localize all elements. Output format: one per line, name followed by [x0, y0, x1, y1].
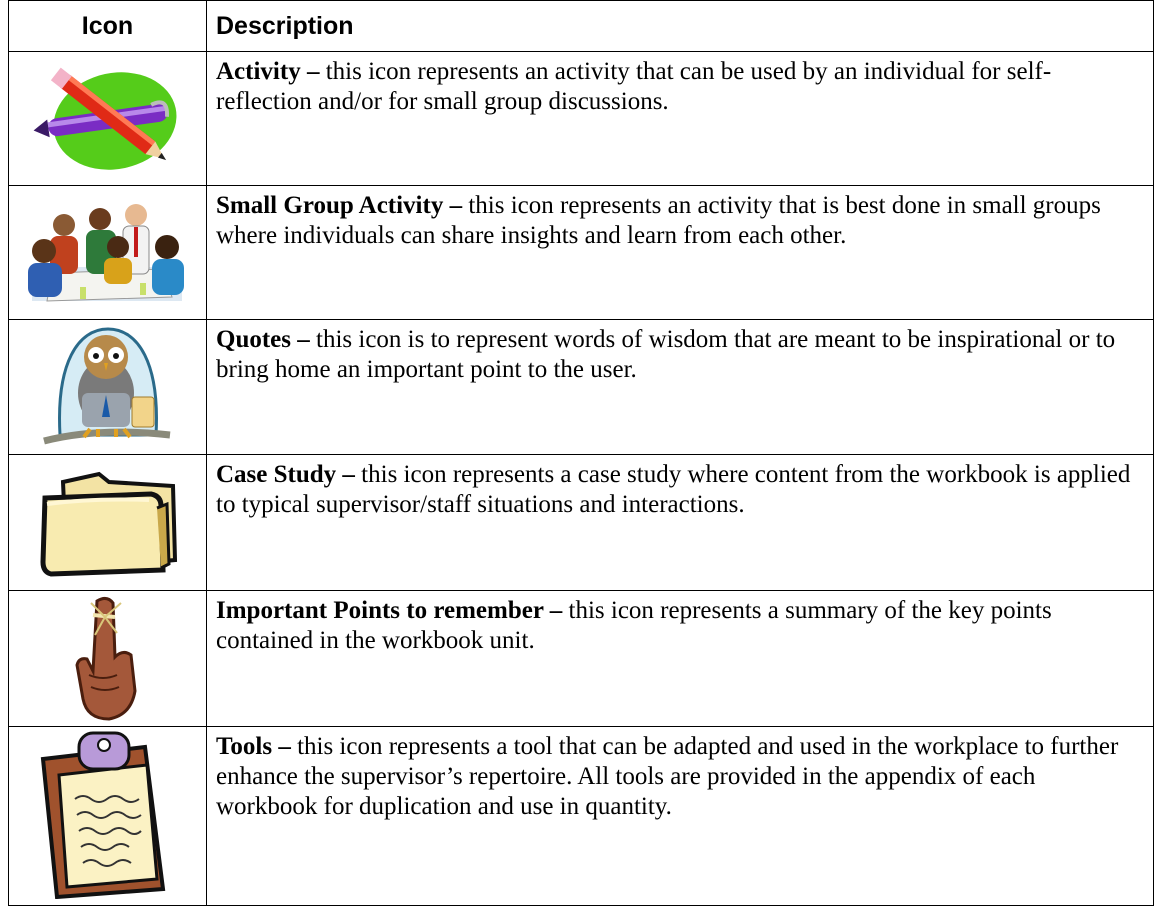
row-text: this icon represents an activity that ca…	[216, 58, 1052, 115]
row-text: this icon represents a summary of the ke…	[216, 597, 1052, 654]
row-title: Small Group Activity	[216, 192, 444, 219]
row-title: Important Points to remember	[216, 597, 544, 624]
icon-legend-table: Icon Description	[8, 0, 1154, 906]
description-cell: Case Study – this icon represents a case…	[206, 454, 1154, 591]
description-cell: Important Points to remember – this icon…	[206, 590, 1154, 727]
row-title-dash: –	[300, 58, 320, 85]
table-row: Small Group Activity – this icon represe…	[8, 185, 1154, 320]
table-row: Activity – this icon represents an activ…	[8, 51, 1154, 186]
icon-cell	[8, 726, 207, 906]
description-cell: Small Group Activity – this icon represe…	[206, 185, 1154, 320]
row-text: this icon represents a tool that can be …	[216, 733, 1119, 820]
row-title-dash: –	[543, 597, 563, 624]
header-row: Icon Description	[8, 0, 1154, 52]
clipboard-icon	[40, 731, 165, 899]
row-text: this icon is to represent words of wisdo…	[216, 326, 1116, 383]
table-row: Tools – this icon represents a tool that…	[8, 726, 1154, 906]
row-title-dash: –	[291, 326, 310, 353]
finger-string-icon	[74, 596, 137, 721]
row-title: Activity	[216, 58, 301, 85]
icon-column-header: Icon	[8, 0, 207, 52]
row-title-dash: –	[336, 461, 355, 488]
table-row: Case Study – this icon represents a case…	[8, 454, 1154, 591]
pencil-pen-icon	[33, 67, 176, 170]
icon-cell	[8, 51, 207, 186]
folder-icon	[39, 471, 177, 577]
table-row: Important Points to remember – this icon…	[8, 590, 1154, 727]
row-title: Case Study	[216, 461, 337, 488]
description-column-header: Description	[206, 0, 1154, 52]
description-cell: Quotes – this icon is to represent words…	[206, 319, 1154, 455]
description-cell: Activity – this icon represents an activ…	[206, 51, 1154, 186]
description-cell: Tools – this icon represents a tool that…	[206, 726, 1154, 906]
row-text: this icon represents an activity that is…	[216, 192, 1101, 249]
icon-cell	[8, 185, 207, 320]
icon-cell	[8, 319, 207, 455]
table-row: Quotes – this icon is to represent words…	[8, 319, 1154, 455]
row-title: Tools	[216, 733, 273, 760]
row-title: Quotes	[216, 326, 291, 353]
row-title-dash: –	[272, 733, 291, 760]
icon-cell	[8, 590, 207, 727]
row-title-dash: –	[443, 192, 463, 219]
group-meeting-icon	[27, 203, 184, 302]
owl-icon	[42, 327, 170, 445]
row-text: this icon represents a case study where …	[216, 461, 1131, 518]
icon-cell	[8, 454, 207, 591]
